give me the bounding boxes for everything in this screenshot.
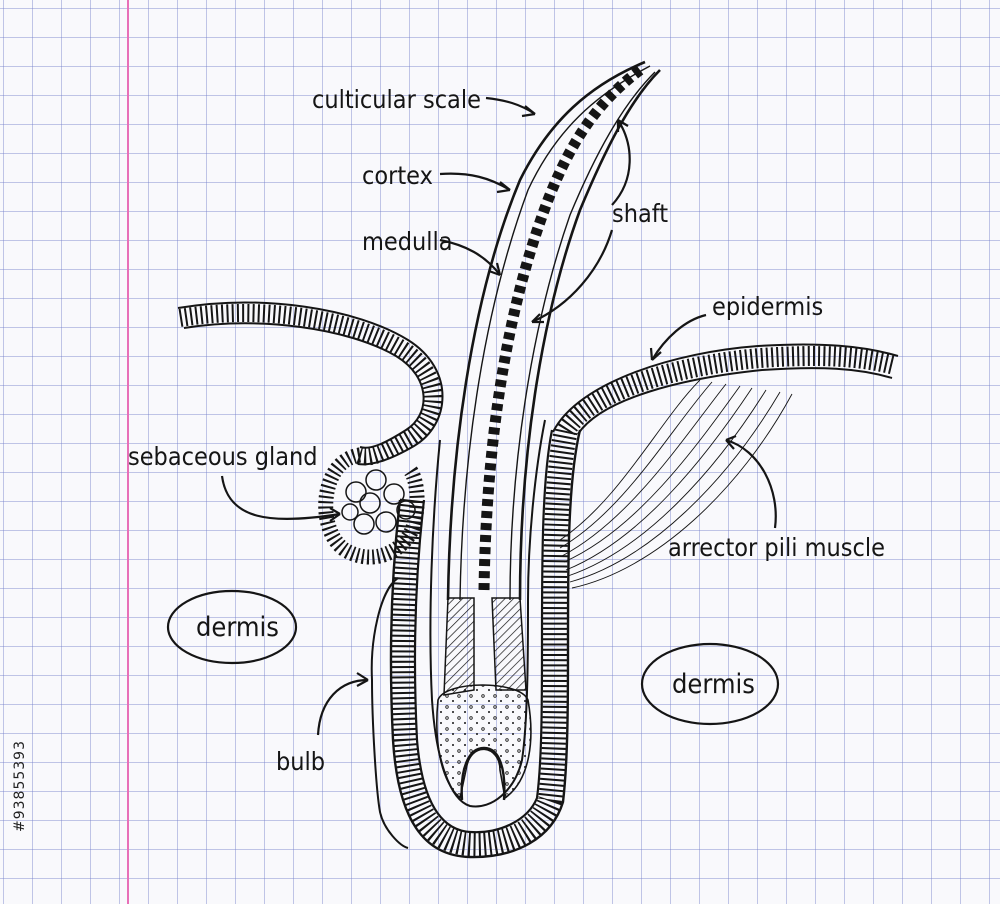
sebaceous-gland — [318, 447, 425, 565]
label-shaft: shaft — [612, 199, 668, 228]
medulla-arrow — [439, 238, 501, 276]
epidermis-right — [552, 343, 899, 436]
follicle-inner-wall — [429, 419, 546, 808]
arrector-pili-arrow — [725, 438, 777, 529]
notebook-margin-line — [127, 0, 129, 904]
label-epidermis: epidermis — [712, 292, 823, 321]
follicle-outer-sheath — [389, 427, 582, 859]
label-sebaceous-gland: sebaceous gland — [128, 442, 318, 471]
root-sheath-hatch-right — [491, 597, 527, 691]
sebaceous-gland-arrow — [220, 475, 341, 521]
shaft-arrow-bottom — [531, 229, 614, 324]
dermis-oval-right — [640, 642, 780, 726]
dermis-oval-left — [166, 589, 298, 665]
dermal-papilla — [460, 746, 506, 801]
epidermis-left — [177, 301, 444, 466]
label-medulla: medulla — [362, 227, 453, 256]
shaft-arrow-top — [611, 119, 631, 206]
label-cuticular-scale: culticular scale — [312, 85, 481, 114]
epidermis-arrow — [651, 313, 707, 361]
hair-bulb-matrix — [436, 684, 532, 800]
medulla-stripes — [478, 65, 644, 591]
bulb-bracket — [370, 577, 409, 849]
label-dermis-left: dermis — [196, 612, 279, 643]
stock-id-watermark: #93855393 — [12, 740, 28, 832]
arrector-pili-muscle — [559, 379, 793, 589]
label-arrector-pili-muscle: arrector pili muscle — [668, 533, 885, 562]
label-cortex: cortex — [362, 161, 433, 190]
hair-shaft — [446, 60, 661, 601]
label-bulb: bulb — [276, 747, 325, 776]
cortex-arrow — [439, 172, 511, 191]
bulb-arrow — [316, 678, 369, 736]
label-arrows — [220, 96, 777, 736]
label-dermis-right: dermis — [672, 669, 755, 700]
root-sheath-hatch-left — [443, 597, 475, 696]
cuticular-scale-arrow — [485, 96, 536, 115]
